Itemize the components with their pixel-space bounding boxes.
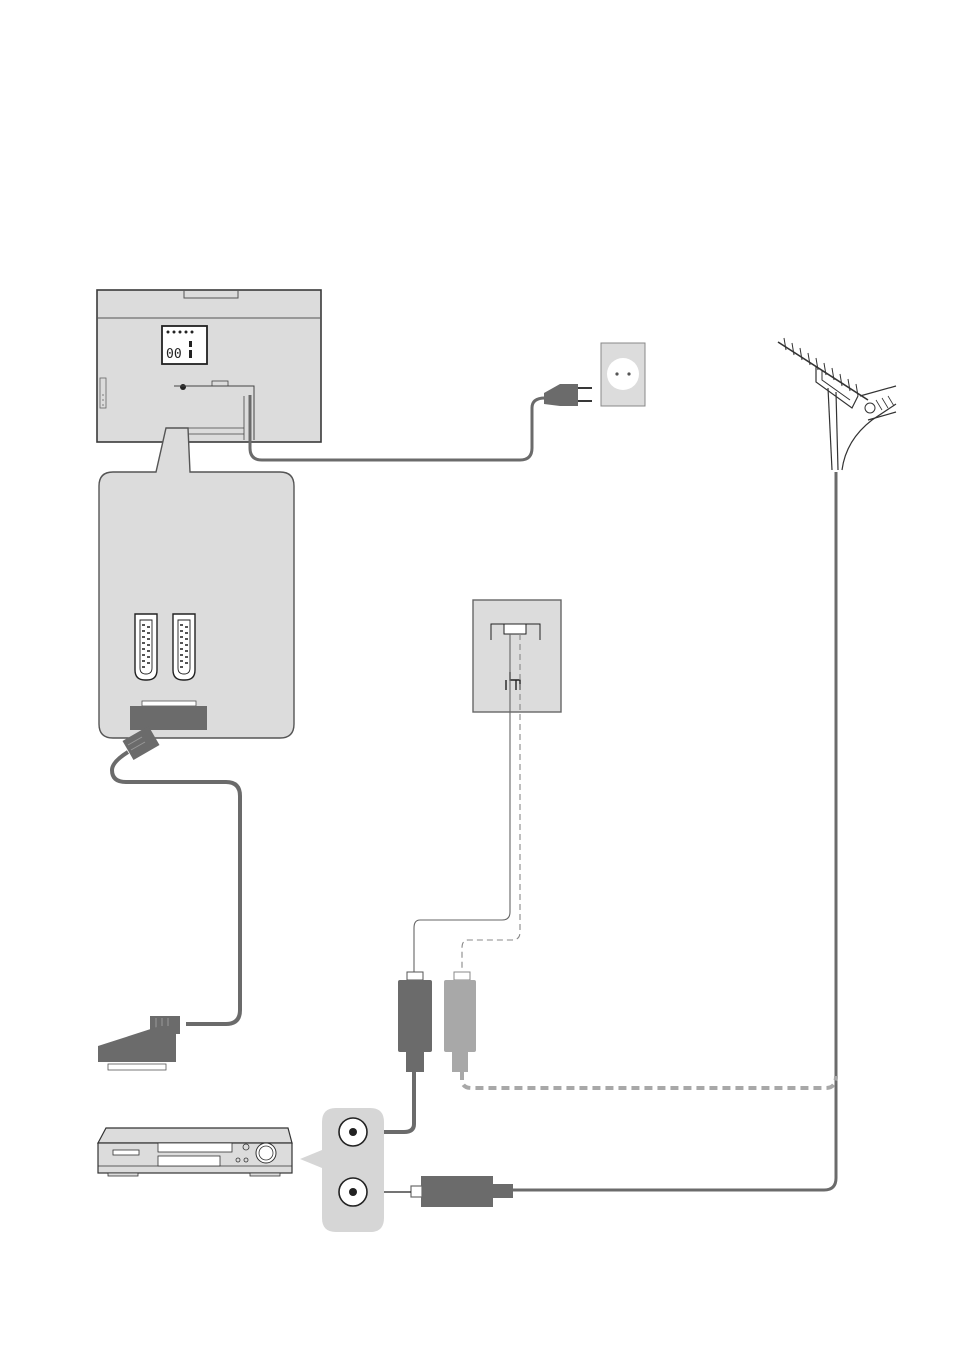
aerial-wall-outlet xyxy=(473,600,561,712)
tv-terminal-panel xyxy=(99,428,294,738)
antenna-cable xyxy=(367,472,836,1207)
rf-plug-light xyxy=(444,972,836,1088)
scart-terminal-2 xyxy=(173,614,195,680)
video-recorder xyxy=(98,1128,292,1176)
tv-rear-panel: 00 xyxy=(97,290,321,442)
rf-in-terminal xyxy=(339,1178,367,1206)
scart-terminal-1 xyxy=(135,614,157,680)
rf-out-terminal xyxy=(339,1118,367,1146)
scart-cable xyxy=(98,726,240,1070)
tv-display-digits: 00 xyxy=(166,347,182,362)
aerial-antenna xyxy=(778,338,896,470)
recorder-rf-terminals xyxy=(300,1108,384,1232)
wall-power-socket xyxy=(601,343,645,406)
